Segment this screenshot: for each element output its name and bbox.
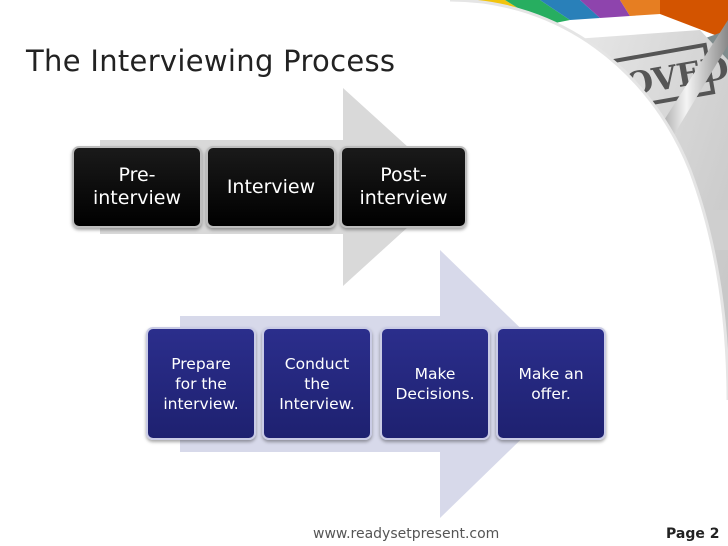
footer-url: www.readysetpresent.com bbox=[313, 526, 500, 542]
slide-title: The Interviewing Process bbox=[26, 44, 396, 78]
step-pre-interview: Pre- interview bbox=[72, 146, 202, 228]
step-make-offer: Make an offer. bbox=[496, 327, 606, 440]
step-interview: Interview bbox=[206, 146, 336, 228]
step-conduct: Conduct the Interview. bbox=[262, 327, 372, 440]
page-number: Page 2 bbox=[666, 526, 720, 542]
step-prepare: Prepare for the interview. bbox=[146, 327, 256, 440]
bottom-process-arrow bbox=[180, 250, 578, 518]
step-post-interview: Post- interview bbox=[340, 146, 467, 228]
step-make-decisions: Make Decisions. bbox=[380, 327, 490, 440]
